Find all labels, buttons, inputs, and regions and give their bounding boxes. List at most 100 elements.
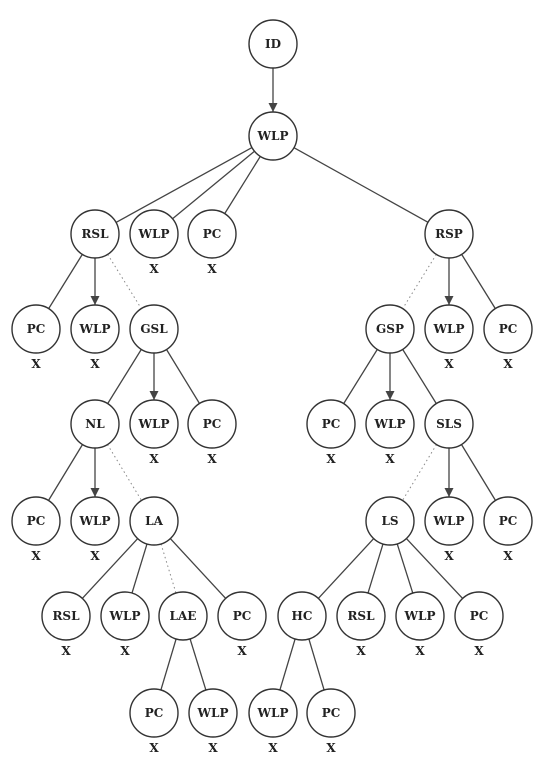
node-circle: [41, 591, 91, 641]
node-pruned-mark: X: [326, 452, 336, 466]
node-label: WLP: [109, 609, 141, 623]
node-circle: [11, 304, 61, 354]
edge-n1-n2: [115, 147, 253, 223]
node-pruned-mark: X: [90, 357, 100, 371]
node-pruned-mark: X: [356, 644, 366, 658]
node-label: RSL: [52, 609, 80, 623]
node-label: PC: [27, 322, 46, 336]
tree-node-gsl: GSL: [129, 304, 179, 354]
node-label: LA: [145, 514, 163, 528]
tree-node-pc: PCX: [187, 209, 237, 276]
tree-node-wlp: WLP X: [395, 591, 445, 658]
node-label: SLS: [436, 417, 462, 431]
tree-node-wlp: WLP X: [129, 399, 179, 466]
node-circle: [424, 209, 474, 259]
node-label: LAE: [170, 609, 197, 623]
node-label: WLP: [433, 322, 465, 336]
node-pruned-mark: X: [268, 741, 278, 755]
tree-node-hc: HC: [277, 591, 327, 641]
node-pruned-mark: X: [474, 644, 484, 658]
node-circle: [336, 591, 386, 641]
edge-n20-n27: [169, 538, 227, 599]
node-label: WLP: [257, 706, 289, 720]
edge-n28-n35: [308, 638, 325, 691]
node-label: RSP: [435, 227, 463, 241]
node-pruned-mark: X: [444, 549, 454, 563]
node-label: RSL: [347, 609, 375, 623]
tree-node-id: ID: [248, 19, 298, 69]
node-label: WLP: [374, 417, 406, 431]
node-pruned-mark: X: [149, 452, 159, 466]
tree-node-nl: NL: [70, 399, 120, 449]
node-circle: [248, 19, 298, 69]
node-circle: [188, 688, 238, 738]
node-circle: [129, 496, 179, 546]
node-label: NL: [85, 417, 105, 431]
node-circle: [424, 304, 474, 354]
edge-n1-n4: [224, 156, 261, 214]
tree-node-wlp: WLP X: [365, 399, 415, 466]
node-circle: [11, 496, 61, 546]
tree-node-sls: SLS: [424, 399, 474, 449]
edge-n21-n30: [396, 543, 414, 594]
tree-node-wlp: WLP X: [248, 688, 298, 755]
node-pruned-mark: X: [208, 741, 218, 755]
edge-n2-n8: [107, 254, 142, 309]
tree-node-wlp: WLP: [248, 111, 298, 161]
tree-node-pc: PCX: [306, 399, 356, 466]
edge-n9-n17: [402, 349, 437, 404]
node-label: WLP: [138, 227, 170, 241]
edges-layer: [47, 68, 497, 691]
node-label: PC: [145, 706, 164, 720]
node-circle: [483, 496, 533, 546]
node-pruned-mark: X: [503, 549, 513, 563]
edge-n5-n9: [402, 254, 437, 309]
node-pruned-mark: X: [503, 357, 513, 371]
edge-n17-n23: [460, 444, 497, 501]
node-label: WLP: [404, 609, 436, 623]
edge-n8-n14: [165, 349, 201, 404]
node-pruned-mark: X: [207, 452, 217, 466]
node-circle: [424, 496, 474, 546]
node-pruned-mark: X: [149, 262, 159, 276]
node-label: WLP: [79, 514, 111, 528]
tree-node-rsl: RSL: [70, 209, 120, 259]
edge-n1-n3: [172, 150, 255, 220]
edge-n12-n20: [107, 444, 142, 501]
node-label: GSP: [376, 322, 404, 336]
edge-n5-n11: [461, 254, 496, 309]
tree-node-rsp: RSP: [424, 209, 474, 259]
node-label: PC: [499, 322, 518, 336]
node-circle: [70, 399, 120, 449]
node-label: ID: [265, 37, 281, 51]
node-pruned-mark: X: [385, 452, 395, 466]
node-label: WLP: [433, 514, 465, 528]
tree-node-pc: PCX: [454, 591, 504, 658]
node-circle: [483, 304, 533, 354]
node-circle: [187, 399, 237, 449]
node-circle: [70, 496, 120, 546]
node-circle: [70, 304, 120, 354]
node-pruned-mark: X: [415, 644, 425, 658]
node-pruned-mark: X: [120, 644, 130, 658]
node-circle: [158, 591, 208, 641]
tree-node-lae: LAE: [158, 591, 208, 641]
tree-node-pc: PCX: [483, 496, 533, 563]
node-label: WLP: [79, 322, 111, 336]
node-label: PC: [27, 514, 46, 528]
node-pruned-mark: X: [149, 741, 159, 755]
node-circle: [365, 496, 415, 546]
node-circle: [248, 111, 298, 161]
tree-node-wlp: WLP X: [70, 304, 120, 371]
tree-node-wlp: WLP X: [129, 209, 179, 276]
node-circle: [129, 688, 179, 738]
edge-n20-n26: [160, 543, 177, 594]
edge-n20-n24: [81, 538, 139, 599]
node-circle: [365, 304, 415, 354]
edge-n17-n21: [402, 444, 437, 501]
node-circle: [277, 591, 327, 641]
node-label: WLP: [138, 417, 170, 431]
